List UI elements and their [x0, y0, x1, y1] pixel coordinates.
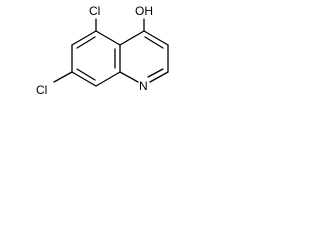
bond-n1-c8a	[119, 71, 139, 83]
bond-c4-c3	[143, 30, 169, 46]
nitrogen-label: N	[139, 79, 148, 93]
bond-c8-c8a	[95, 71, 121, 87]
chlorine-5-label: Cl	[89, 4, 100, 18]
double-bond-c7-c8	[76, 68, 96, 81]
bond-c4a-c5	[95, 30, 121, 46]
bond-c4a-c4	[119, 30, 145, 46]
bond-c2-n1	[149, 71, 169, 83]
double-bond-c2-n1	[147, 68, 164, 78]
double-bond-c4-c3	[144, 36, 164, 49]
chlorine-7-label: Cl	[36, 83, 47, 97]
bond-c7-c8	[71, 71, 97, 87]
hydroxyl-label: OH	[135, 4, 153, 18]
bond-c5-c6	[71, 30, 97, 46]
quinoline-structure-diagram: OH Cl Cl N	[36, 4, 169, 97]
bond-c7-cl	[53, 71, 73, 83]
double-bond-c5-c6	[76, 36, 96, 49]
